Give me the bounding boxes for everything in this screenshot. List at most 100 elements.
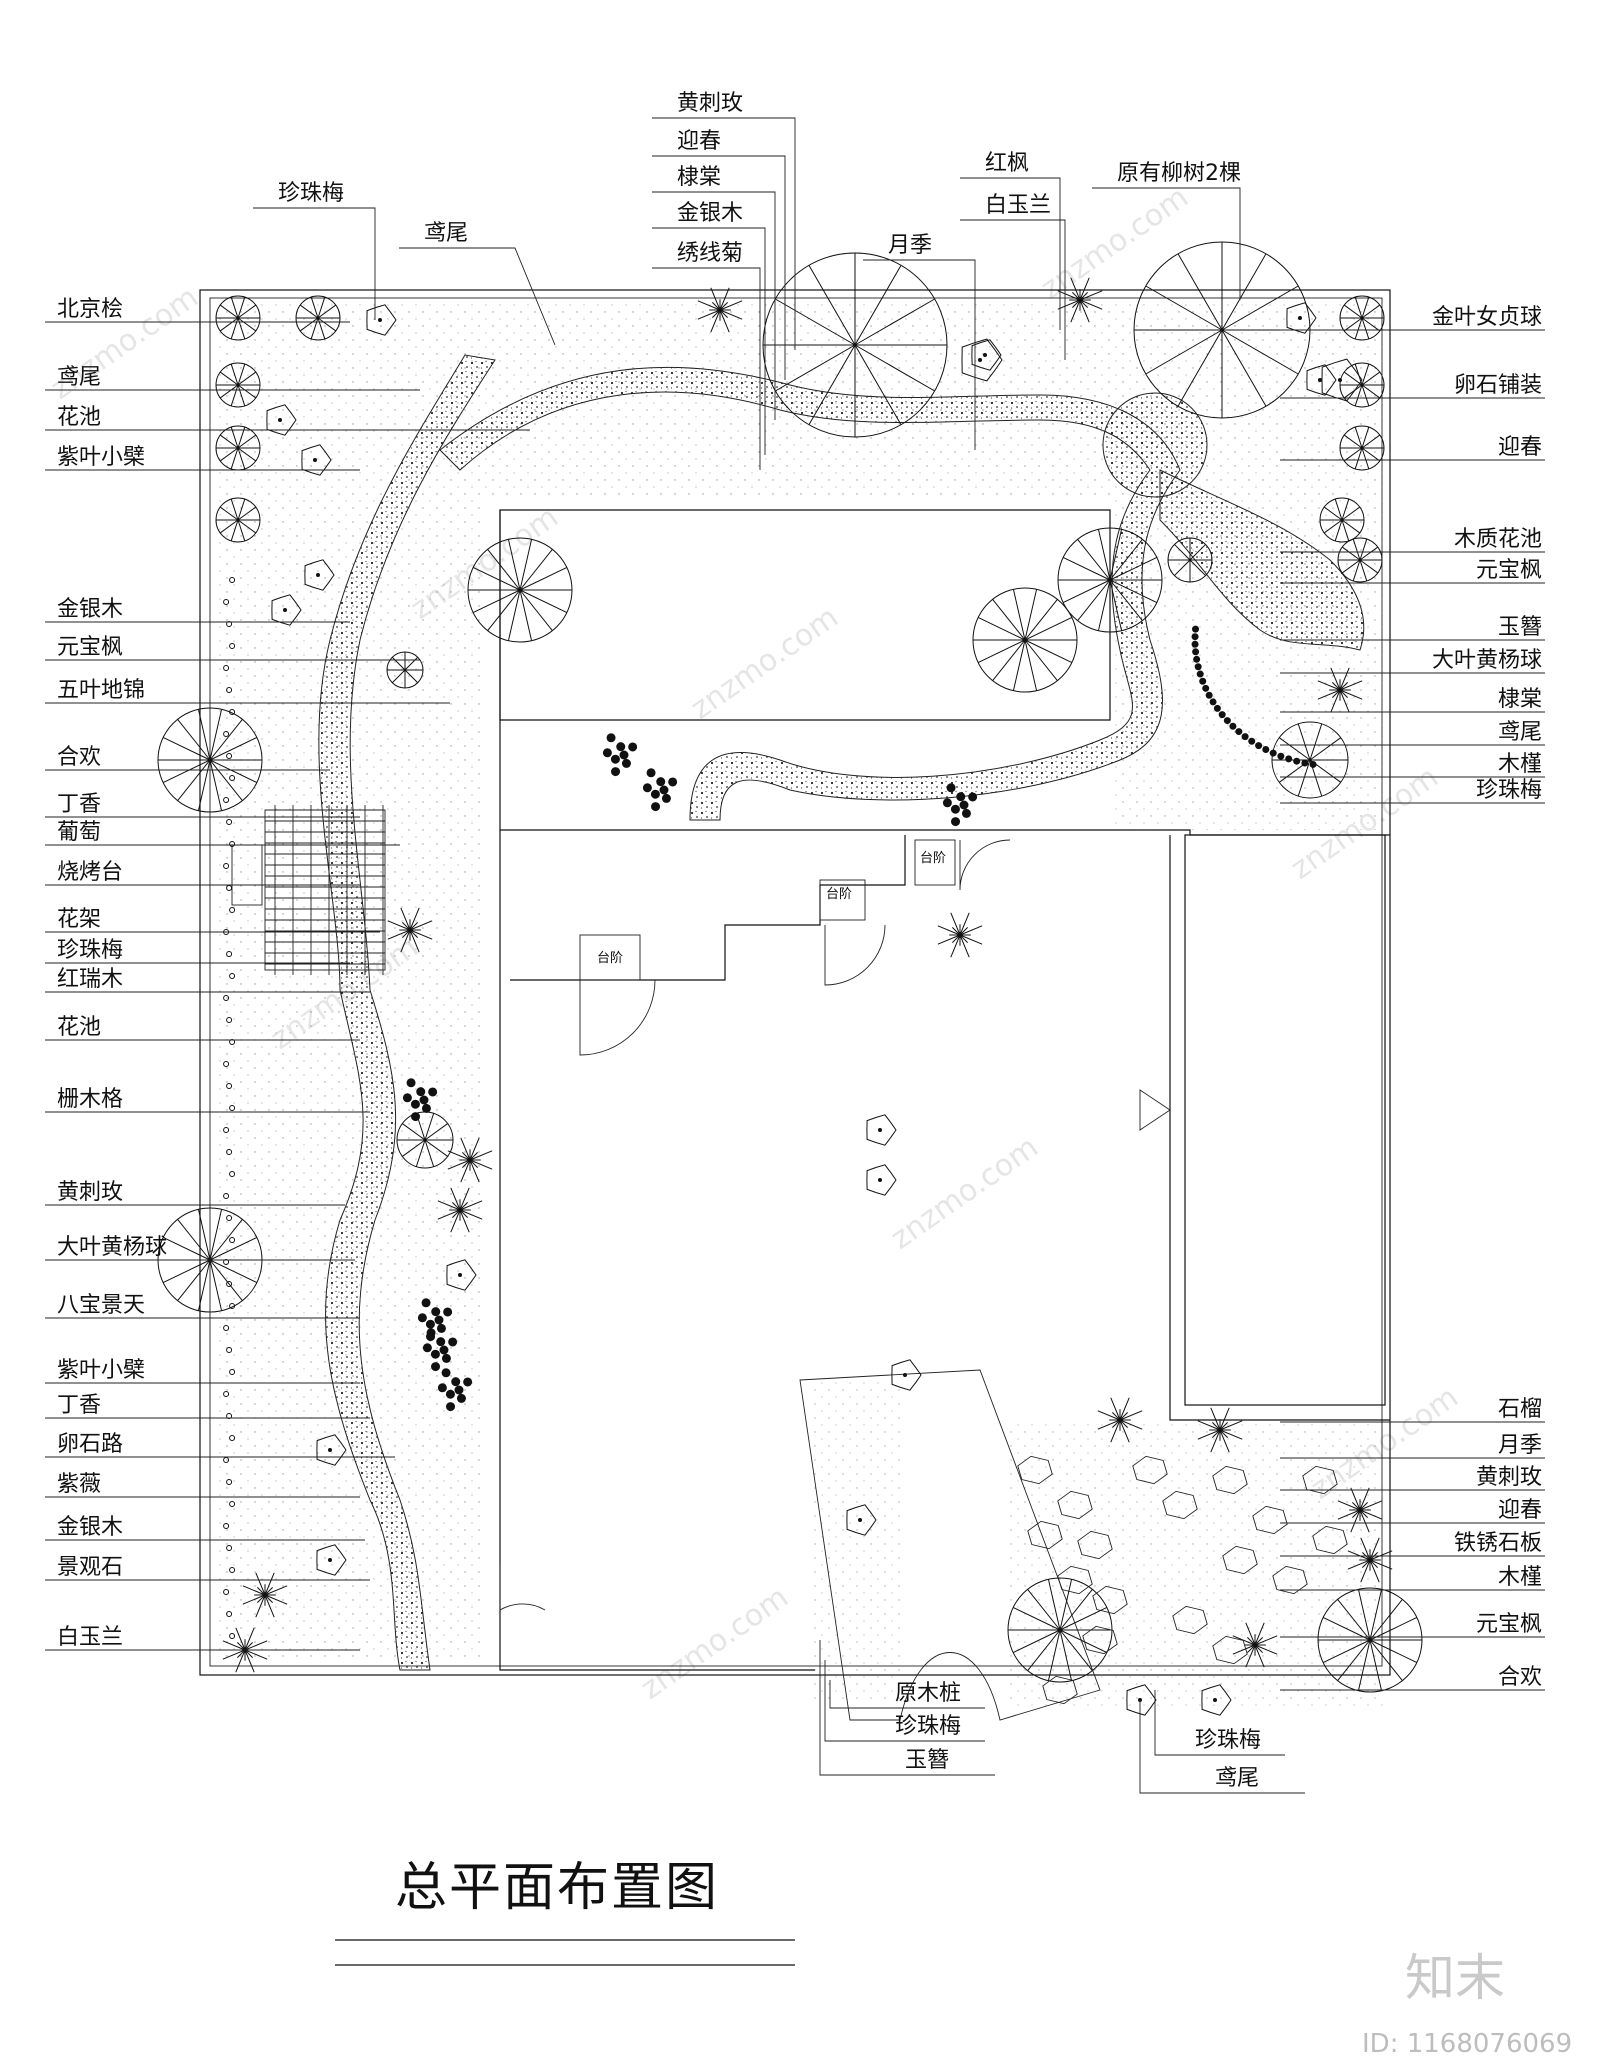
- stepping-stone: [1212, 1465, 1248, 1495]
- stepping-stone: [1302, 1465, 1338, 1495]
- label-top-10: 原有柳树2棵: [1117, 161, 1241, 186]
- image-id: ID: 1168076069: [1362, 2029, 1572, 2059]
- label-left-8: 丁香: [57, 792, 101, 817]
- border-plant: [229, 1567, 236, 1573]
- edging-stone: [1191, 633, 1199, 641]
- tree-symbol: [215, 362, 261, 408]
- label-top-9: 白玉兰: [985, 193, 1051, 218]
- stepping-stone: [1042, 1675, 1078, 1705]
- label-right-7: 棣棠: [1498, 687, 1542, 712]
- tree-symbol: [215, 497, 261, 543]
- label-left-13: 红瑞木: [57, 967, 123, 992]
- label-left-23: 金银木: [57, 1515, 123, 1540]
- label-right-8: 鸢尾: [1498, 720, 1542, 745]
- border-plant: [229, 1039, 236, 1045]
- pergola: [231, 805, 386, 975]
- edging-stone: [1229, 722, 1237, 730]
- border-plant: [223, 1127, 230, 1133]
- border-plant: [229, 1501, 236, 1507]
- label-top-3: 迎春: [677, 129, 721, 154]
- spiky-plant-symbol: [1317, 667, 1363, 713]
- spiky-plant-symbol: [1197, 1407, 1243, 1453]
- edging-stone: [1199, 677, 1207, 685]
- label-right-0: 金叶女贞球: [1432, 305, 1542, 330]
- watermark-text: znzmo.com: [685, 600, 845, 727]
- border-plant: [223, 1061, 230, 1067]
- stepping-stone: [1057, 1490, 1093, 1520]
- brand-logo: 知末: [1405, 1949, 1505, 2007]
- label-left-6: 五叶地锦: [57, 678, 145, 703]
- label-right-9: 木槿: [1498, 752, 1542, 777]
- flower-cluster: [642, 768, 678, 812]
- shrub-symbol: [366, 304, 397, 336]
- shrub-symbol: [304, 559, 335, 591]
- label-right-13: 黄刺玫: [1476, 1465, 1542, 1490]
- shrub-symbol: [1201, 1684, 1232, 1716]
- tree-symbol: [386, 651, 424, 689]
- border-plant: [223, 797, 230, 803]
- stepping-stones: [1017, 1455, 1348, 1705]
- stepping-stone: [1312, 1525, 1348, 1555]
- spiky-plant-symbol: [937, 912, 983, 958]
- label-left-9: 葡萄: [57, 820, 101, 845]
- stepping-stone: [1077, 1530, 1113, 1560]
- stepping-stone: [1132, 1455, 1168, 1485]
- label-left-4: 金银木: [57, 597, 123, 622]
- tree-symbol: [1337, 537, 1383, 583]
- label-top-2: 黄刺玫: [677, 91, 743, 116]
- edging-stone: [1192, 625, 1200, 633]
- labels-left: 北京桧鸢尾花池紫叶小檗金银木元宝枫五叶地锦合欢丁香葡萄烧烤台花架珍珠梅红瑞木花池…: [57, 297, 167, 1650]
- border-plant: [223, 863, 230, 869]
- spiky-plant-symbol: [1337, 1487, 1383, 1533]
- edging-stone: [1269, 749, 1277, 757]
- border-plant: [229, 1237, 236, 1243]
- border-plant: [223, 1457, 230, 1463]
- label-left-17: 大叶黄杨球: [57, 1235, 167, 1260]
- tree-symbol: [762, 252, 948, 438]
- border-plant: [229, 973, 236, 979]
- label-bottom-4: 鸢尾: [1215, 1766, 1259, 1791]
- watermark-text: znzmo.com: [1035, 180, 1195, 307]
- label-left-14: 花池: [57, 1015, 101, 1040]
- watermark-text: znzmo.com: [885, 1130, 1045, 1257]
- spiky-plant-symbol: [222, 1627, 268, 1673]
- spiky-plant-symbol: [437, 1187, 483, 1233]
- label-top-1: 鸢尾: [424, 221, 468, 246]
- border-plant: [229, 1435, 236, 1441]
- shrub-symbol: [891, 1359, 922, 1391]
- stepping-stone: [1082, 1625, 1118, 1655]
- border-plant: [226, 1479, 233, 1485]
- label-top-0: 珍珠梅: [278, 181, 344, 206]
- label-left-5: 元宝枫: [57, 635, 123, 660]
- watermark-text: znzmo.com: [635, 1580, 795, 1707]
- tree-symbol: [215, 425, 261, 471]
- step-label-3: 台阶: [920, 851, 946, 866]
- tree-symbol: [295, 295, 341, 341]
- border-plant: [229, 841, 236, 847]
- label-left-21: 卵石路: [57, 1432, 123, 1457]
- border-plant: [226, 1149, 233, 1155]
- spiky-plant-symbol: [697, 287, 743, 333]
- label-right-10: 珍珠梅: [1476, 778, 1542, 803]
- flower-cluster: [602, 733, 638, 777]
- shrub-symbol: [446, 1259, 477, 1291]
- border-plant: [226, 1347, 233, 1353]
- border-plant: [229, 1369, 236, 1375]
- border-plant: [223, 1259, 230, 1265]
- shrub-symbol: [301, 444, 332, 476]
- flower-cluster: [942, 783, 978, 827]
- border-plant: [229, 1105, 236, 1111]
- border-plant: [223, 995, 230, 1001]
- edging-stone: [1285, 755, 1293, 763]
- shrub-symbol: [866, 1164, 897, 1196]
- tree-symbol: [1317, 1587, 1423, 1693]
- edging-stone: [1277, 752, 1285, 760]
- label-bottom-2: 玉簪: [905, 1748, 949, 1773]
- tree-symbol: [1319, 497, 1365, 543]
- border-plant: [226, 1017, 233, 1023]
- tree-symbol: [1339, 295, 1385, 341]
- border-plant: [226, 687, 233, 693]
- labels-right: 金叶女贞球卵石铺装迎春木质花池元宝枫玉簪大叶黄杨球棣棠鸢尾木槿珍珠梅石榴月季黄刺…: [1432, 305, 1542, 1690]
- label-left-15: 栅木格: [57, 1087, 123, 1112]
